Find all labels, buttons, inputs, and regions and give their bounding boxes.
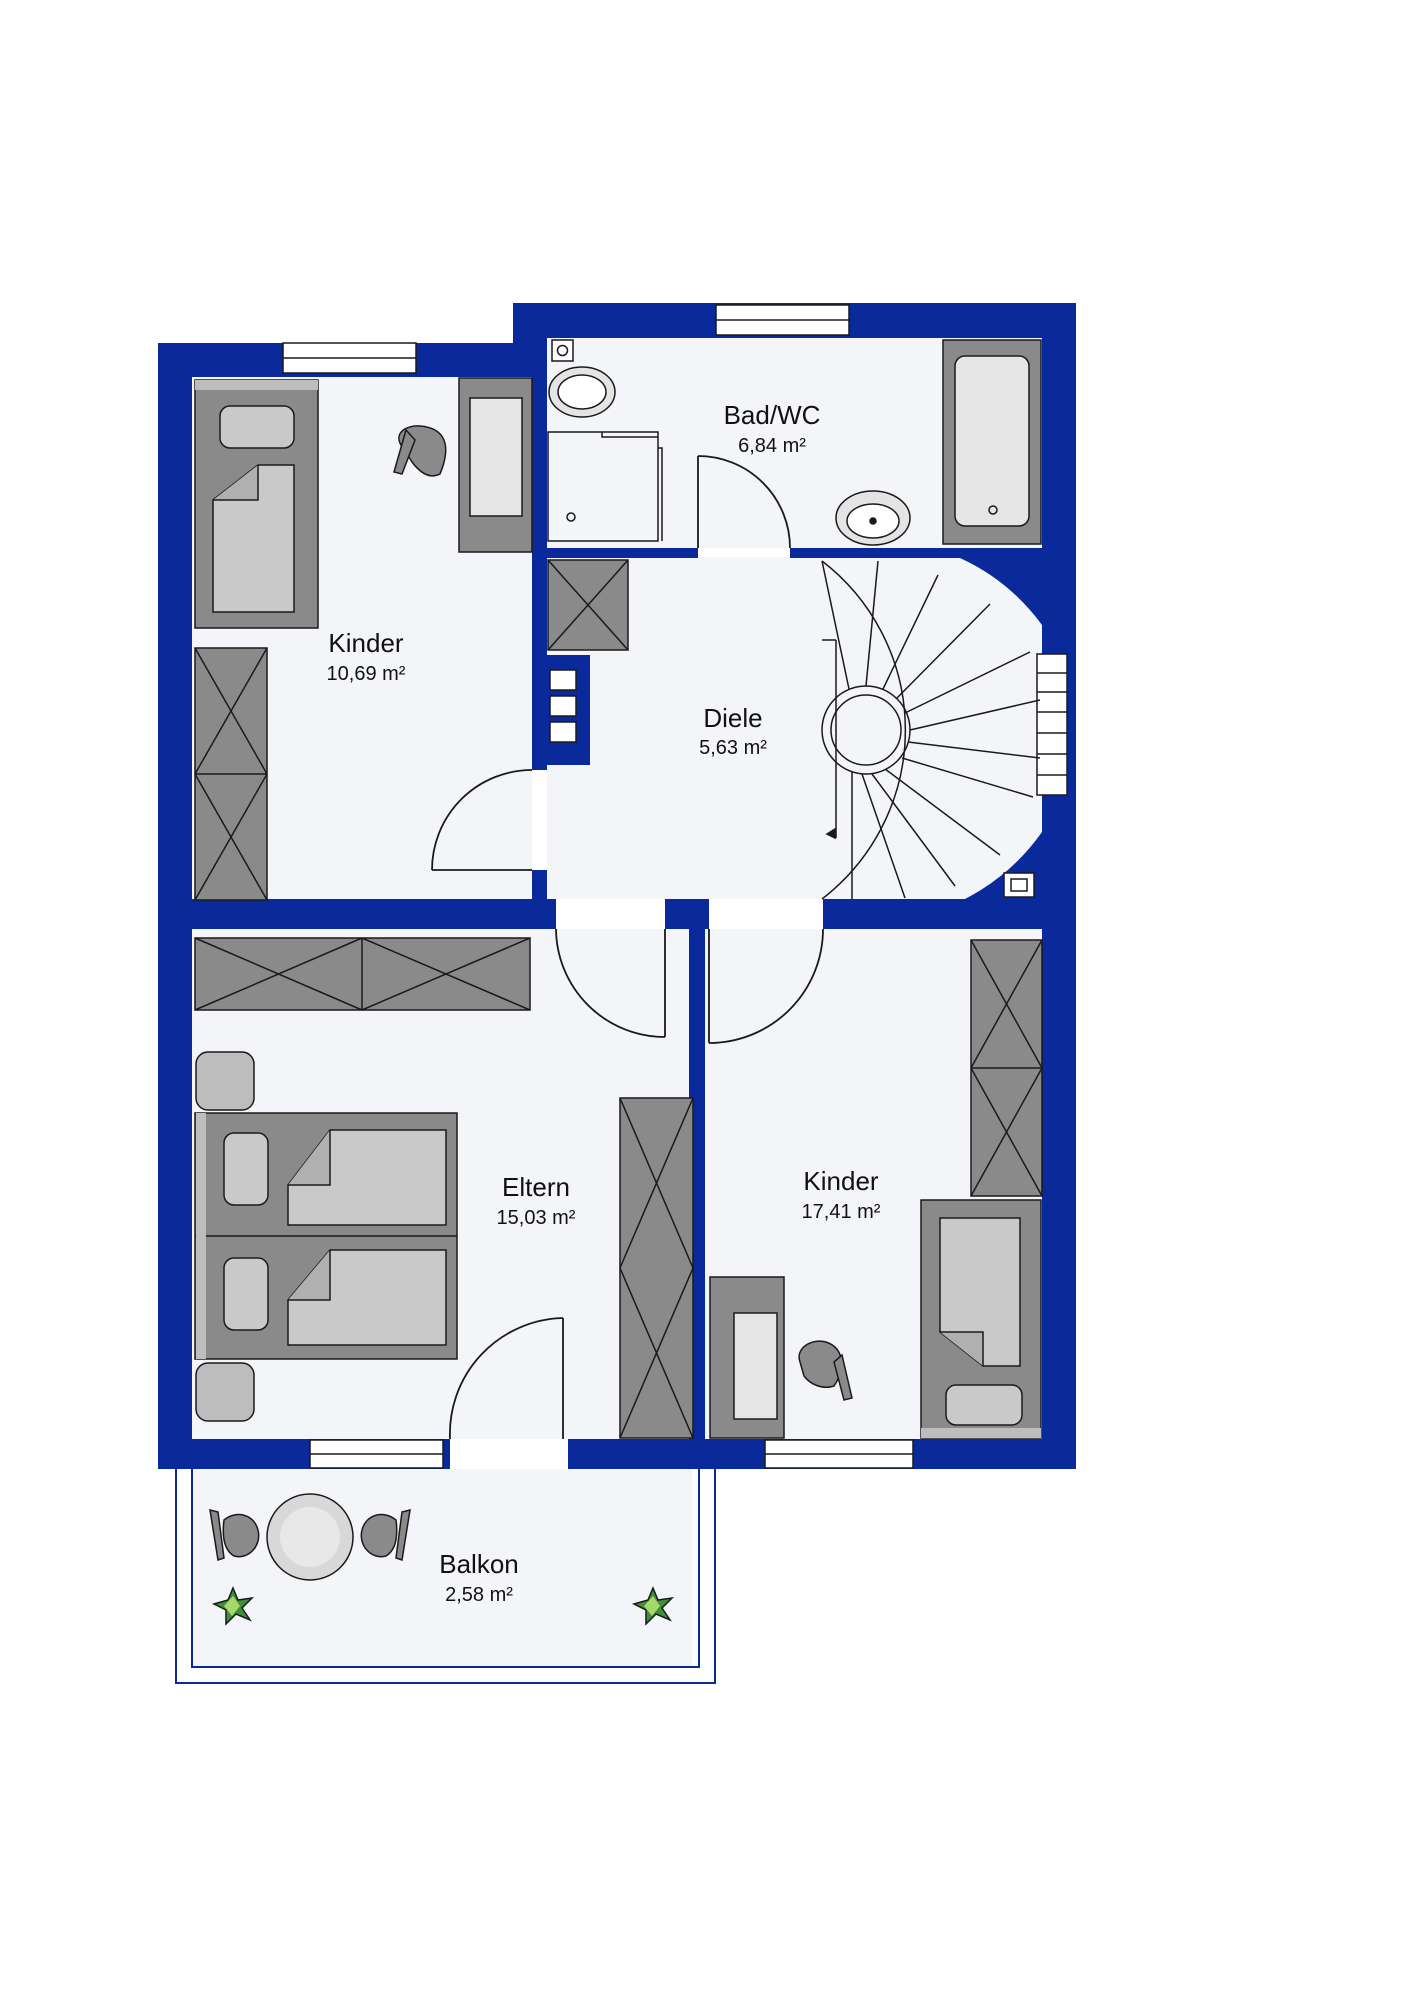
kinder-2-furniture	[709, 939, 1043, 1439]
door-kinder-2[interactable]	[708, 928, 824, 1044]
wall-mid-horizontal-left	[192, 899, 556, 929]
window-kinder-1	[282, 342, 417, 374]
wardrobe	[970, 939, 1043, 1197]
room-area-balkon: 2,58 m²	[445, 1584, 513, 1606]
plant-right-icon	[631, 1586, 675, 1626]
wall-kinder-diele-lower	[532, 870, 547, 900]
wall-mid-horizontal-center	[665, 899, 709, 929]
wall-bad-diele-left	[532, 548, 698, 558]
room-name-balkon: Balkon	[439, 1549, 519, 1579]
nightstand-bottom	[195, 1362, 255, 1422]
desk	[709, 1276, 785, 1439]
bed	[920, 1199, 1042, 1439]
wardrobe	[194, 647, 268, 901]
chair	[798, 1340, 853, 1401]
shaft	[547, 559, 629, 651]
balkon-railing	[175, 1469, 716, 1684]
windows	[282, 304, 1068, 1469]
diele-fixtures	[547, 559, 1035, 898]
sink	[835, 490, 911, 546]
bad-fixtures	[547, 339, 1042, 546]
wall-left	[158, 343, 192, 1469]
chair-left	[209, 1508, 260, 1561]
double-bed	[194, 1112, 458, 1360]
room-area-kinder-2: 17,41 m²	[802, 1201, 881, 1223]
table	[266, 1493, 354, 1581]
room-name-bad: Bad/WC	[724, 400, 821, 430]
window-kinder-2	[764, 1439, 914, 1469]
kinder-1-furniture	[194, 377, 533, 901]
door-eltern-top[interactable]	[555, 928, 666, 1038]
wall-right	[1042, 303, 1076, 1469]
wardrobe-right	[619, 1097, 694, 1439]
toilet	[548, 366, 616, 418]
shower	[547, 431, 663, 542]
spiral-stair	[821, 560, 1041, 900]
plant-left-icon	[211, 1586, 255, 1626]
room-area-bad: 6,84 m²	[738, 435, 806, 457]
radiator	[549, 669, 577, 743]
chair-right	[360, 1508, 411, 1561]
floor-balkon	[192, 1469, 692, 1667]
door-kinder-1[interactable]	[431, 769, 533, 871]
room-labels: Kinder 10,69 m² Bad/WC 6,84 m² Diele 5,6…	[327, 400, 881, 1606]
eltern-furniture	[194, 937, 694, 1439]
window-stair	[1036, 653, 1068, 796]
room-area-eltern: 15,03 m²	[497, 1207, 576, 1229]
room-area-kinder-1: 10,69 m²	[327, 663, 406, 685]
room-name-eltern: Eltern	[502, 1172, 570, 1202]
doors	[431, 455, 824, 1440]
wall-mid-horizontal-right	[823, 899, 1042, 929]
bed	[194, 379, 319, 629]
room-name-diele: Diele	[703, 703, 762, 733]
window-eltern	[309, 1439, 444, 1469]
wall-stair-corner-top	[960, 558, 1042, 625]
light-switch	[551, 339, 574, 362]
bathtub	[942, 339, 1042, 545]
door-bad[interactable]	[697, 455, 791, 549]
room-name-kinder-1: Kinder	[328, 628, 403, 658]
desk	[458, 377, 533, 553]
balkon-furniture	[209, 1493, 675, 1626]
wardrobe-top	[194, 937, 531, 1011]
chair	[393, 425, 447, 477]
door-balkon[interactable]	[449, 1317, 564, 1440]
nightstand-top	[195, 1051, 255, 1111]
floor-diele	[547, 557, 1042, 899]
wall-bad-diele-right	[790, 548, 1042, 558]
room-area-diele: 5,63 m²	[699, 737, 767, 759]
socket	[1003, 872, 1035, 898]
window-bad	[715, 304, 850, 336]
room-name-kinder-2: Kinder	[803, 1166, 878, 1196]
